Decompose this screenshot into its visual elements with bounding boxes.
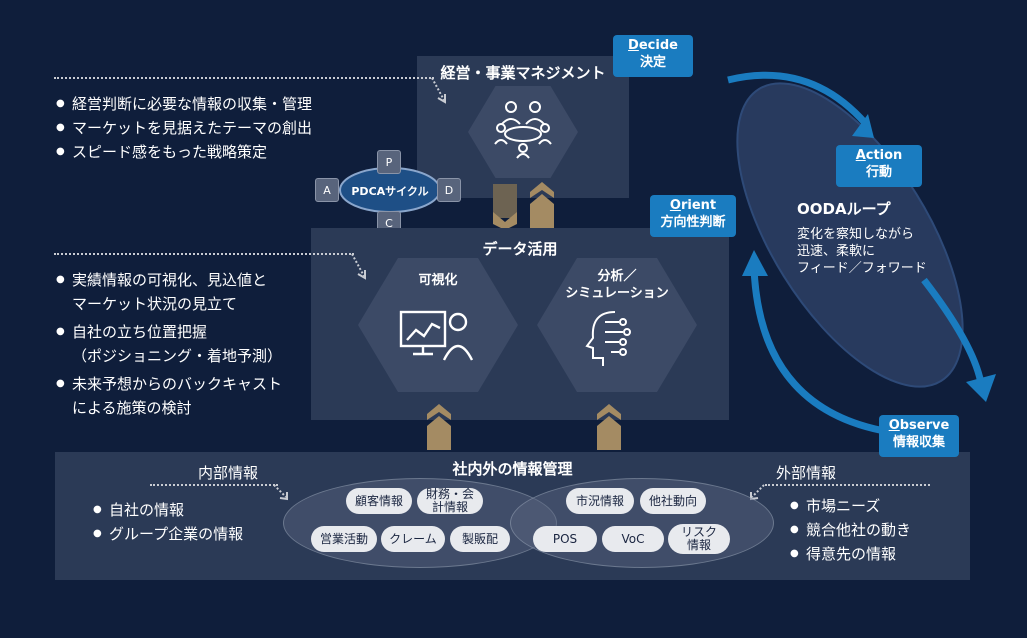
chevron-up-icon [530, 182, 554, 228]
analysis-hexagon [537, 258, 697, 392]
arrow-icon [273, 484, 288, 501]
pill-competitor-trend: 他社動向 [640, 488, 706, 514]
pdca-label: PDCAサイクル [351, 185, 429, 198]
meeting-icon [494, 101, 552, 159]
observe-tag: Observe 情報収集 [879, 415, 959, 457]
decide-tag: Decide 決定 [613, 35, 693, 77]
ai-head-icon [585, 311, 631, 366]
list-item: グループ企業の情報 [93, 522, 243, 546]
internal-info-bullets: 自社の情報 グループ企業の情報 [93, 498, 243, 546]
management-bullets: 経営判断に必要な情報の収集・管理 マーケットを見据えたテーマの創出 スピード感を… [56, 92, 312, 164]
pill-finance-info: 財務・会計情報 [417, 488, 483, 514]
external-ellipse [510, 478, 774, 568]
visualize-label: 可視化 [418, 273, 458, 288]
internal-info-label: 内部情報 [198, 464, 259, 482]
ooda-description: 変化を察知しながら 迅速、柔軟に フィード／フォワード [797, 227, 927, 276]
arrow-icon [351, 253, 366, 280]
pill-market-info: 市況情報 [566, 488, 634, 514]
management-dotted-connector [54, 77, 434, 79]
pill-risk-info: リスク情報 [668, 524, 730, 554]
internal-dotted-connector [150, 484, 278, 486]
list-item: 自社の情報 [93, 498, 243, 522]
management-title: 経営・事業マネジメント [440, 64, 606, 82]
orient-tag: Orient 方向性判断 [650, 195, 736, 237]
list-item: スピード感をもった戦略策定 [56, 140, 312, 164]
analysis-label: 分析／ シミュレーション [565, 269, 669, 301]
chart-monitor-icon [399, 310, 474, 361]
list-item: 得意先の情報 [790, 542, 911, 566]
list-item: 自社の立ち位置把握（ポジショニング・着地予測） [56, 320, 282, 368]
action-tag: Action 行動 [836, 145, 922, 187]
chevron-up-icon [597, 404, 621, 450]
pill-voc: VoC [602, 526, 664, 552]
list-item: 競合他社の動き [790, 518, 911, 542]
external-info-label: 外部情報 [776, 464, 837, 482]
pill-claims: クレーム [381, 526, 445, 552]
list-item: 市場ニーズ [790, 494, 911, 518]
data-use-title: データ活用 [482, 240, 558, 258]
pdca-d: D [437, 178, 461, 202]
pill-customer-info: 顧客情報 [346, 488, 412, 514]
pill-pos: POS [533, 526, 597, 552]
arrow-icon [431, 77, 446, 104]
data-use-dotted-connector [54, 253, 354, 255]
external-dotted-connector [765, 484, 930, 486]
ooda-title: OODAループ [797, 200, 891, 218]
pill-production-sales: 製販配 [450, 526, 510, 552]
ooda-loop-graphic [727, 71, 996, 436]
info-management-title: 社内外の情報管理 [452, 460, 573, 478]
pdca-p: P [377, 150, 401, 174]
list-item: マーケットを見据えたテーマの創出 [56, 116, 312, 140]
pdca-a: A [315, 178, 339, 202]
chevron-down-icon [493, 184, 517, 230]
pill-sales-activity: 営業活動 [311, 526, 377, 552]
external-info-bullets: 市場ニーズ 競合他社の動き 得意先の情報 [790, 494, 911, 566]
chevron-up-icon [427, 404, 451, 450]
list-item: 経営判断に必要な情報の収集・管理 [56, 92, 312, 116]
